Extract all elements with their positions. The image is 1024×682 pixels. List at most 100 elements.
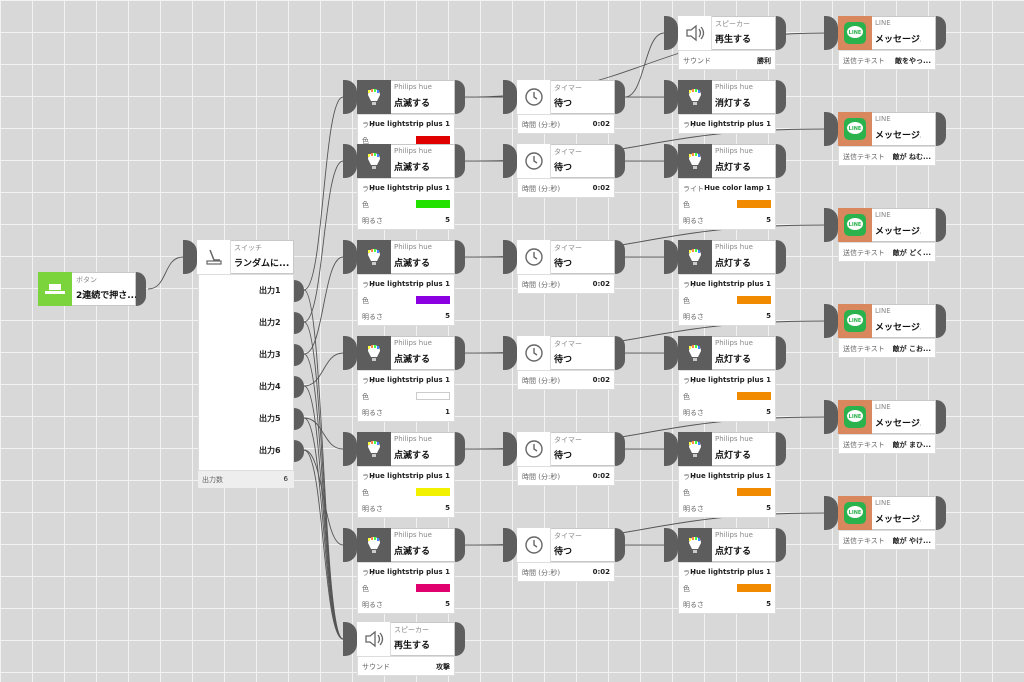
input-port[interactable]	[343, 432, 357, 466]
output-port[interactable]	[615, 432, 625, 466]
input-port[interactable]	[824, 400, 838, 434]
output-port[interactable]	[615, 336, 625, 370]
input-port[interactable]	[503, 144, 517, 178]
duration-param[interactable]: 時間 (分:秒)0:02	[522, 565, 610, 579]
color-param[interactable]: 色	[683, 485, 771, 499]
input-port[interactable]	[824, 304, 838, 338]
duration-param[interactable]: 時間 (分:秒)0:02	[522, 469, 610, 483]
input-port[interactable]	[664, 528, 678, 562]
color-swatch[interactable]	[416, 392, 450, 400]
output-port[interactable]	[136, 272, 146, 306]
text-param[interactable]: 送信テキスト敵が まひ...	[843, 437, 931, 451]
input-port[interactable]	[664, 144, 678, 178]
output-port-5[interactable]	[294, 408, 304, 430]
input-port[interactable]	[824, 208, 838, 242]
duration-param[interactable]: 時間 (分:秒)0:02	[522, 373, 610, 387]
output-port-1[interactable]	[294, 280, 304, 302]
input-port[interactable]	[503, 80, 517, 114]
input-port[interactable]	[824, 16, 838, 50]
text-param[interactable]: 送信テキスト敵が ねむ...	[843, 149, 931, 163]
color-param[interactable]: 色	[362, 485, 450, 499]
output-port-3[interactable]	[294, 344, 304, 366]
color-param[interactable]: 色	[362, 389, 450, 403]
input-port[interactable]	[664, 80, 678, 114]
output-port[interactable]	[776, 432, 786, 466]
sound-param[interactable]: サウンド勝利	[683, 53, 771, 67]
input-port[interactable]	[343, 240, 357, 274]
color-swatch[interactable]	[416, 584, 450, 592]
output-port[interactable]	[776, 240, 786, 274]
text-param[interactable]: 送信テキスト敵が こお...	[843, 341, 931, 355]
color-swatch[interactable]	[416, 296, 450, 304]
duration-param[interactable]: 時間 (分:秒)0:02	[522, 277, 610, 291]
input-port[interactable]	[824, 496, 838, 530]
output-port[interactable]	[936, 400, 946, 434]
color-param[interactable]: 色	[683, 197, 771, 211]
input-port[interactable]	[343, 144, 357, 178]
output-port[interactable]	[936, 304, 946, 338]
output-port[interactable]	[455, 80, 465, 114]
output-port[interactable]	[455, 528, 465, 562]
color-param[interactable]: 色	[683, 581, 771, 595]
color-param[interactable]: 色	[362, 293, 450, 307]
duration-param[interactable]: 時間 (分:秒)0:02	[522, 181, 610, 195]
input-port[interactable]	[503, 336, 517, 370]
input-port[interactable]	[343, 336, 357, 370]
output-port[interactable]	[936, 208, 946, 242]
output-port[interactable]	[455, 336, 465, 370]
color-param[interactable]: 色	[362, 197, 450, 211]
color-param[interactable]: 色	[362, 133, 450, 147]
input-port[interactable]	[664, 240, 678, 274]
output-port[interactable]	[615, 144, 625, 178]
output-port[interactable]	[455, 622, 465, 656]
color-param[interactable]: 色	[683, 389, 771, 403]
output-port[interactable]	[776, 144, 786, 178]
output-port-2[interactable]	[294, 312, 304, 334]
sound-param[interactable]: サウンド攻撃	[362, 659, 450, 673]
output-port[interactable]	[615, 528, 625, 562]
switch-node[interactable]: スイッチ ランダムに...	[183, 240, 308, 274]
output-port[interactable]	[936, 16, 946, 50]
color-param[interactable]: 色	[683, 293, 771, 307]
color-swatch[interactable]	[737, 200, 771, 208]
text-param[interactable]: 送信テキスト敵が どく...	[843, 245, 931, 259]
input-port[interactable]	[343, 528, 357, 562]
output-port[interactable]	[776, 16, 786, 50]
output-port[interactable]	[615, 240, 625, 274]
output-port[interactable]	[776, 528, 786, 562]
text-param[interactable]: 送信テキスト敵をやっ...	[843, 53, 931, 67]
color-swatch[interactable]	[737, 392, 771, 400]
input-port[interactable]	[824, 112, 838, 146]
input-port[interactable]	[664, 336, 678, 370]
output-port[interactable]	[936, 496, 946, 530]
output-port[interactable]	[455, 240, 465, 274]
output-port[interactable]	[776, 80, 786, 114]
input-port[interactable]	[503, 240, 517, 274]
duration-param[interactable]: 時間 (分:秒)0:02	[522, 117, 610, 131]
output-port-6[interactable]	[294, 440, 304, 462]
input-port[interactable]	[343, 622, 357, 656]
color-swatch[interactable]	[416, 488, 450, 496]
color-param[interactable]: 色	[362, 581, 450, 595]
color-swatch[interactable]	[737, 584, 771, 592]
input-port[interactable]	[183, 240, 197, 274]
output-port[interactable]	[455, 144, 465, 178]
color-swatch[interactable]	[737, 488, 771, 496]
output-port[interactable]	[615, 80, 625, 114]
input-port[interactable]	[343, 80, 357, 114]
output-port[interactable]	[936, 112, 946, 146]
